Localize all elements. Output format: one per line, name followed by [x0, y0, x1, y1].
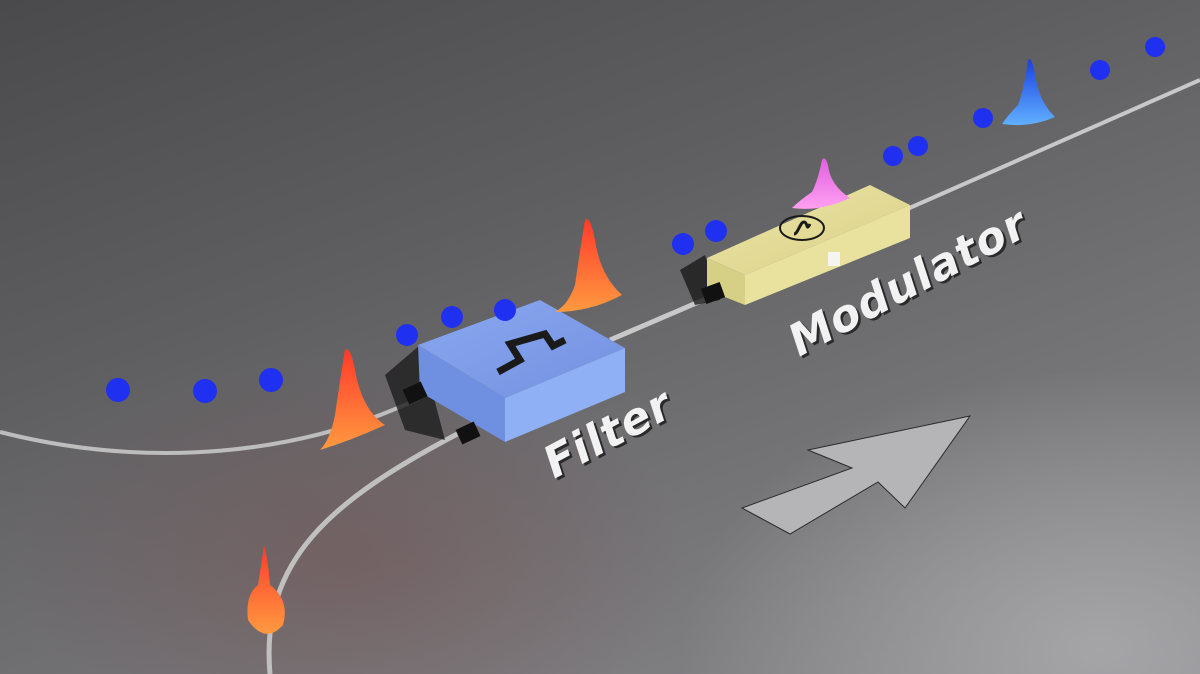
- orange-pulse: [555, 219, 622, 312]
- orange-pulse: [320, 349, 385, 450]
- square-wave-icon: [496, 329, 567, 376]
- blue-pulse: [1002, 59, 1055, 126]
- sine-wave-icon: [793, 220, 812, 236]
- filter-box: [385, 300, 625, 445]
- pink-pulse: [792, 158, 850, 209]
- direction-arrow-icon: [740, 415, 972, 535]
- photon-dots: [106, 37, 1165, 403]
- light-pulses: [247, 59, 1055, 634]
- modulator-box: [680, 185, 910, 305]
- orange-pulse: [247, 545, 285, 634]
